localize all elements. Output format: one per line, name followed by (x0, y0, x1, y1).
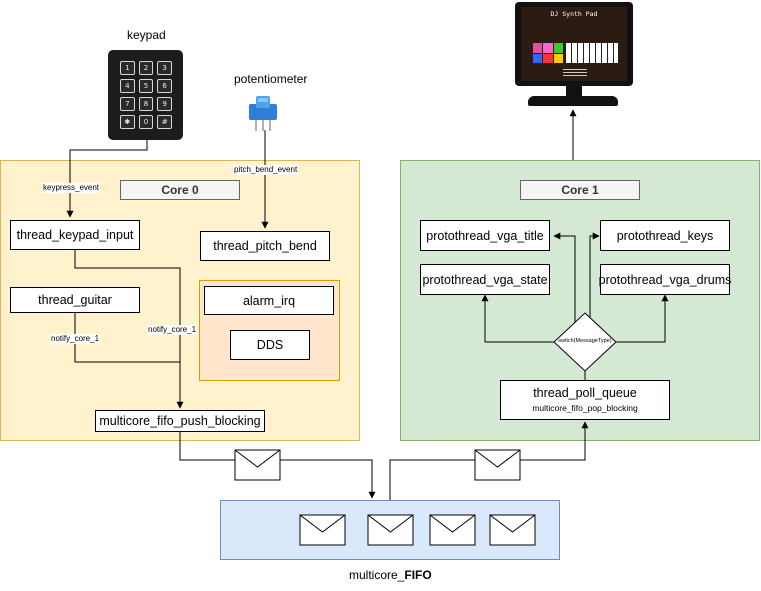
alarm-irq-box: alarm_irq (204, 286, 334, 315)
keypad-key: 7 (120, 97, 135, 111)
vga-title-box: protothread_vga_title (420, 220, 550, 251)
poll-queue-box: thread_poll_queue multicore_fifo_pop_blo… (500, 380, 670, 420)
monitor-screen: DJ Synth Pad (521, 7, 627, 81)
keypad-key: 9 (157, 97, 172, 111)
pad-swatch (553, 53, 563, 63)
envelope-icon (234, 449, 281, 481)
monitor-title: DJ Synth Pad (550, 10, 598, 18)
fifo-container (220, 500, 560, 560)
keypad-key: 3 (157, 61, 172, 75)
keypad-key: 0 (138, 115, 154, 129)
fifo-label: multicore_FIFO (349, 568, 432, 582)
pad-swatch (543, 43, 553, 53)
keypad-label: keypad (127, 28, 166, 42)
keypad-key: 6 (157, 79, 172, 93)
thread-pitch-bend-box: thread_pitch_bend (200, 231, 330, 261)
vga-state-box: protothread_vga_state (420, 264, 550, 295)
pad-swatch (543, 53, 553, 63)
switch-label: switch(MessageType) (558, 338, 612, 344)
notify-core1-label: notify_core_1 (50, 334, 101, 344)
core0-label: Core 0 (120, 180, 240, 200)
dds-box: DDS (230, 330, 310, 360)
pad-swatch (533, 53, 543, 63)
keypad-key: 4 (120, 79, 135, 93)
keypad-key: 8 (138, 97, 154, 111)
notify-core1-label: notify_core_1 (147, 325, 198, 335)
push-to-fifo-line (179, 432, 376, 499)
fifo-push-box: multicore_fifo_push_blocking (95, 410, 265, 432)
keypad-key: 5 (138, 79, 154, 93)
pad-swatch (553, 43, 563, 53)
core1-label: Core 1 (520, 180, 640, 200)
poll-queue-title: thread_poll_queue (533, 386, 637, 400)
potentiometer-icon (249, 96, 277, 131)
keypress-event-label: keypress_event (42, 183, 101, 193)
pitch-bend-event-label: pitch_bend_event (233, 165, 299, 175)
keys-box: protothread_keys (600, 220, 730, 251)
keypad-key: ✱ (120, 115, 135, 129)
vga-monitor: DJ Synth Pad (515, 2, 633, 86)
monitor-stand (566, 86, 582, 96)
keypad-key: 1 (120, 61, 135, 75)
monitor-status-lines (563, 69, 587, 77)
fifo-label-bold: FIFO (404, 568, 432, 582)
fifo-label-prefix: multicore_ (349, 568, 405, 582)
vga-drums-box: protothread_vga_drums (599, 264, 731, 295)
thread-keypad-input-box: thread_keypad_input (10, 220, 140, 250)
monitor-color-pads (533, 43, 563, 63)
monitor-piano-keys (566, 43, 618, 63)
keypad-key: 2 (138, 61, 154, 75)
fifo-pop-label: multicore_fifo_pop_blocking (532, 403, 638, 413)
pad-swatch (533, 43, 543, 53)
envelope-icon (474, 449, 521, 481)
monitor-base (528, 96, 618, 106)
keypad-key: # (157, 115, 172, 129)
potentiometer-label: potentiometer (234, 72, 308, 86)
thread-guitar-box: thread_guitar (10, 287, 140, 313)
